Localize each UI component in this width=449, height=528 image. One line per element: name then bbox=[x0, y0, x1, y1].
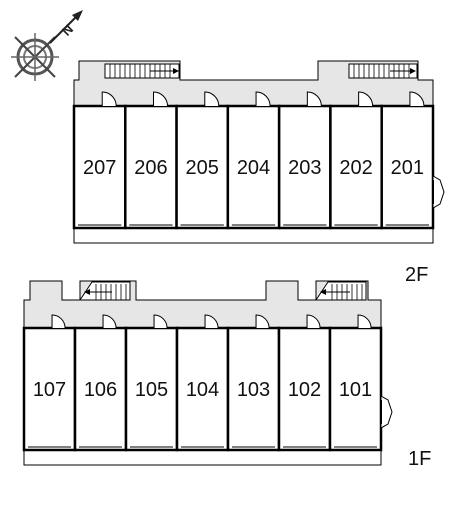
units-1f: 107 106 105 104 103 102 101 bbox=[22, 314, 383, 452]
unit-201 bbox=[380, 104, 435, 230]
door-102-icon bbox=[306, 314, 321, 329]
staircase-1f-right bbox=[315, 281, 367, 301]
entrance-door-2f bbox=[432, 175, 445, 209]
unit-label-205: 205 bbox=[186, 157, 219, 179]
units-2f: 207 206 205 204 203 202 201 bbox=[72, 91, 435, 230]
floor-label-1f: 1F bbox=[408, 448, 431, 470]
door-203-icon bbox=[306, 91, 322, 107]
north-letter: N bbox=[59, 22, 76, 39]
unit-101 bbox=[328, 326, 383, 452]
entrance-door-1f bbox=[380, 395, 393, 429]
balcony-2f bbox=[73, 227, 434, 244]
door-107-icon bbox=[51, 314, 66, 329]
door-106-icon bbox=[102, 314, 117, 329]
unit-label-204: 204 bbox=[237, 157, 270, 179]
door-105-icon bbox=[153, 314, 168, 329]
unit-label-206: 206 bbox=[134, 157, 167, 179]
door-201-icon bbox=[409, 91, 425, 107]
unit-label-202: 202 bbox=[339, 157, 372, 179]
unit-label-207: 207 bbox=[83, 157, 116, 179]
door-103-icon bbox=[255, 314, 270, 329]
unit-label-107: 107 bbox=[33, 379, 66, 401]
staircase-2f-left bbox=[104, 63, 180, 79]
door-101-icon bbox=[357, 314, 372, 329]
unit-label-103: 103 bbox=[237, 379, 270, 401]
floor-2f-plan: 207 206 205 204 203 202 201 2F bbox=[72, 60, 445, 286]
staircase-1f-left bbox=[79, 281, 131, 301]
compass-rose-icon: N bbox=[11, 10, 83, 81]
north-arrow-icon bbox=[72, 10, 83, 21]
unit-107 bbox=[22, 326, 77, 452]
floor-label-2f: 2F bbox=[405, 264, 428, 286]
unit-206 bbox=[124, 104, 178, 230]
unit-label-203: 203 bbox=[288, 157, 321, 179]
door-204-icon bbox=[255, 91, 271, 107]
unit-label-102: 102 bbox=[288, 379, 321, 401]
unit-203 bbox=[277, 104, 332, 230]
unit-label-105: 105 bbox=[135, 379, 168, 401]
door-202-icon bbox=[358, 91, 374, 107]
staircase-2f-right bbox=[348, 63, 418, 79]
door-206-icon bbox=[152, 91, 168, 107]
unit-label-201: 201 bbox=[391, 157, 424, 179]
balcony-1f bbox=[23, 449, 382, 466]
floor-1f-plan: 107 106 105 104 103 102 101 1F bbox=[22, 280, 431, 470]
door-207-icon bbox=[101, 91, 117, 107]
unit-label-104: 104 bbox=[186, 379, 219, 401]
unit-105 bbox=[124, 326, 179, 452]
door-205-icon bbox=[204, 91, 220, 107]
unit-label-101: 101 bbox=[339, 379, 372, 401]
unit-label-106: 106 bbox=[84, 379, 117, 401]
door-104-icon bbox=[204, 314, 219, 329]
unit-202 bbox=[329, 104, 383, 230]
